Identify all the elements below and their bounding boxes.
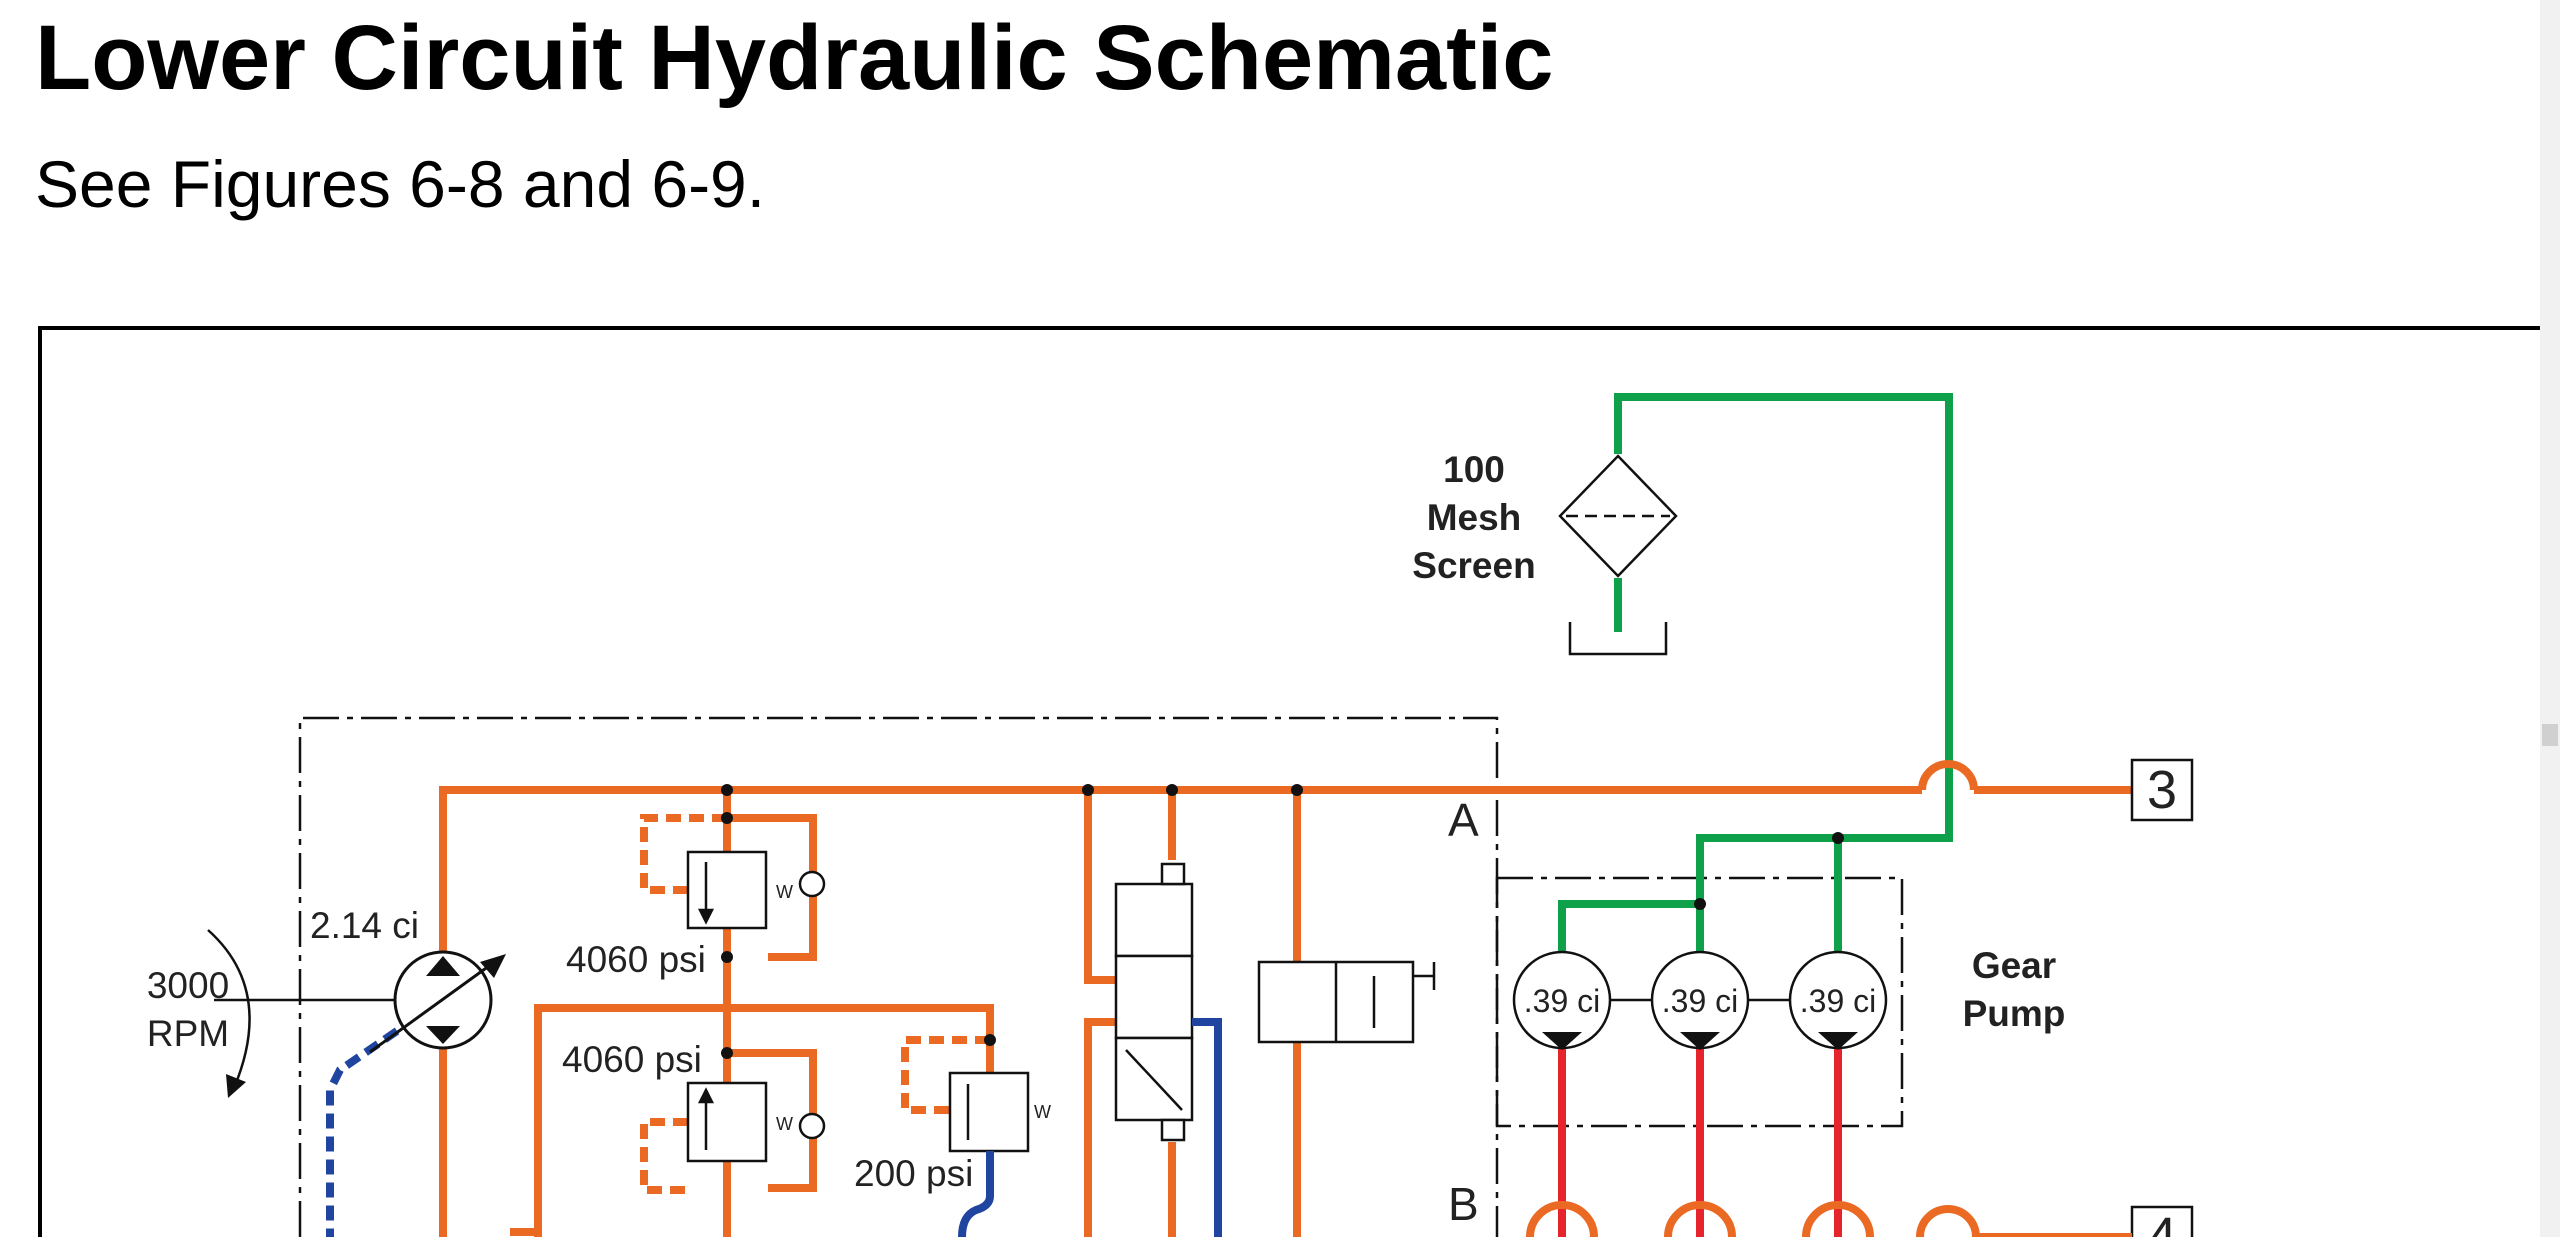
suction-lines [1558, 393, 1953, 955]
junction-dots [721, 784, 1303, 1059]
scrollbar-thumb[interactable] [2542, 724, 2558, 746]
return-lines [958, 1018, 1222, 1237]
gear-pump-section-label: .39 ci [1524, 983, 1600, 1019]
gear-pump-arrows [1542, 1032, 1858, 1050]
connector-4-box [2130, 1205, 2194, 1237]
port-a-label: A [1448, 794, 1479, 846]
junction-dot [1832, 832, 1844, 844]
connector-4-label: 4 [2147, 1207, 2177, 1237]
relief-valve-top-label: 4060 psi [566, 939, 706, 980]
sequence-valve-label: 200 psi [854, 1153, 973, 1194]
pilot-lines [640, 814, 990, 1194]
directional-valve [1114, 862, 1194, 1142]
connector-3-label: 3 [2147, 760, 2177, 820]
spring-mark: W [776, 1114, 793, 1134]
gear-pump-section-label: .39 ci [1800, 983, 1876, 1019]
page-subtitle: See Figures 6-8 and 6-9. [35, 147, 766, 221]
pump-speed-unit: RPM [147, 1013, 229, 1054]
reservoir-symbol [1568, 622, 1668, 656]
gear-pump-label: Gear [1972, 945, 2056, 986]
filter-symbol [1558, 454, 1678, 578]
case-drain-line [326, 1014, 419, 1237]
figure-frame [38, 326, 2540, 1237]
pump-speed-label: 3000 [147, 965, 229, 1006]
relief-valve-bottom-label: 4060 psi [562, 1039, 702, 1080]
pump-displacement-label: 2.14 ci [310, 905, 419, 946]
junction-dot [1694, 898, 1706, 910]
spring-mark: W [1034, 1102, 1051, 1122]
gear-pump-sections [1512, 950, 1888, 1050]
relief-valve [686, 850, 1030, 1163]
cylinder-symbol [1257, 960, 1436, 1044]
vertical-scrollbar[interactable] [2540, 0, 2560, 1237]
port-b-label: B [1448, 1178, 1479, 1230]
page-title: Lower Circuit Hydraulic Schematic [35, 7, 1554, 109]
spring-mark: W [776, 882, 793, 902]
connector-3-box [2130, 758, 2194, 822]
line-b-crossings [1526, 1201, 1980, 1237]
gear-pump-section-label: .39 ci [1662, 983, 1738, 1019]
filter-label: Mesh [1427, 497, 1522, 538]
gear-pump-label: Pump [1963, 993, 2066, 1034]
main-pump-symbol [207, 929, 506, 1098]
filter-label: 100 [1443, 449, 1505, 490]
filter-label: Screen [1412, 545, 1535, 586]
